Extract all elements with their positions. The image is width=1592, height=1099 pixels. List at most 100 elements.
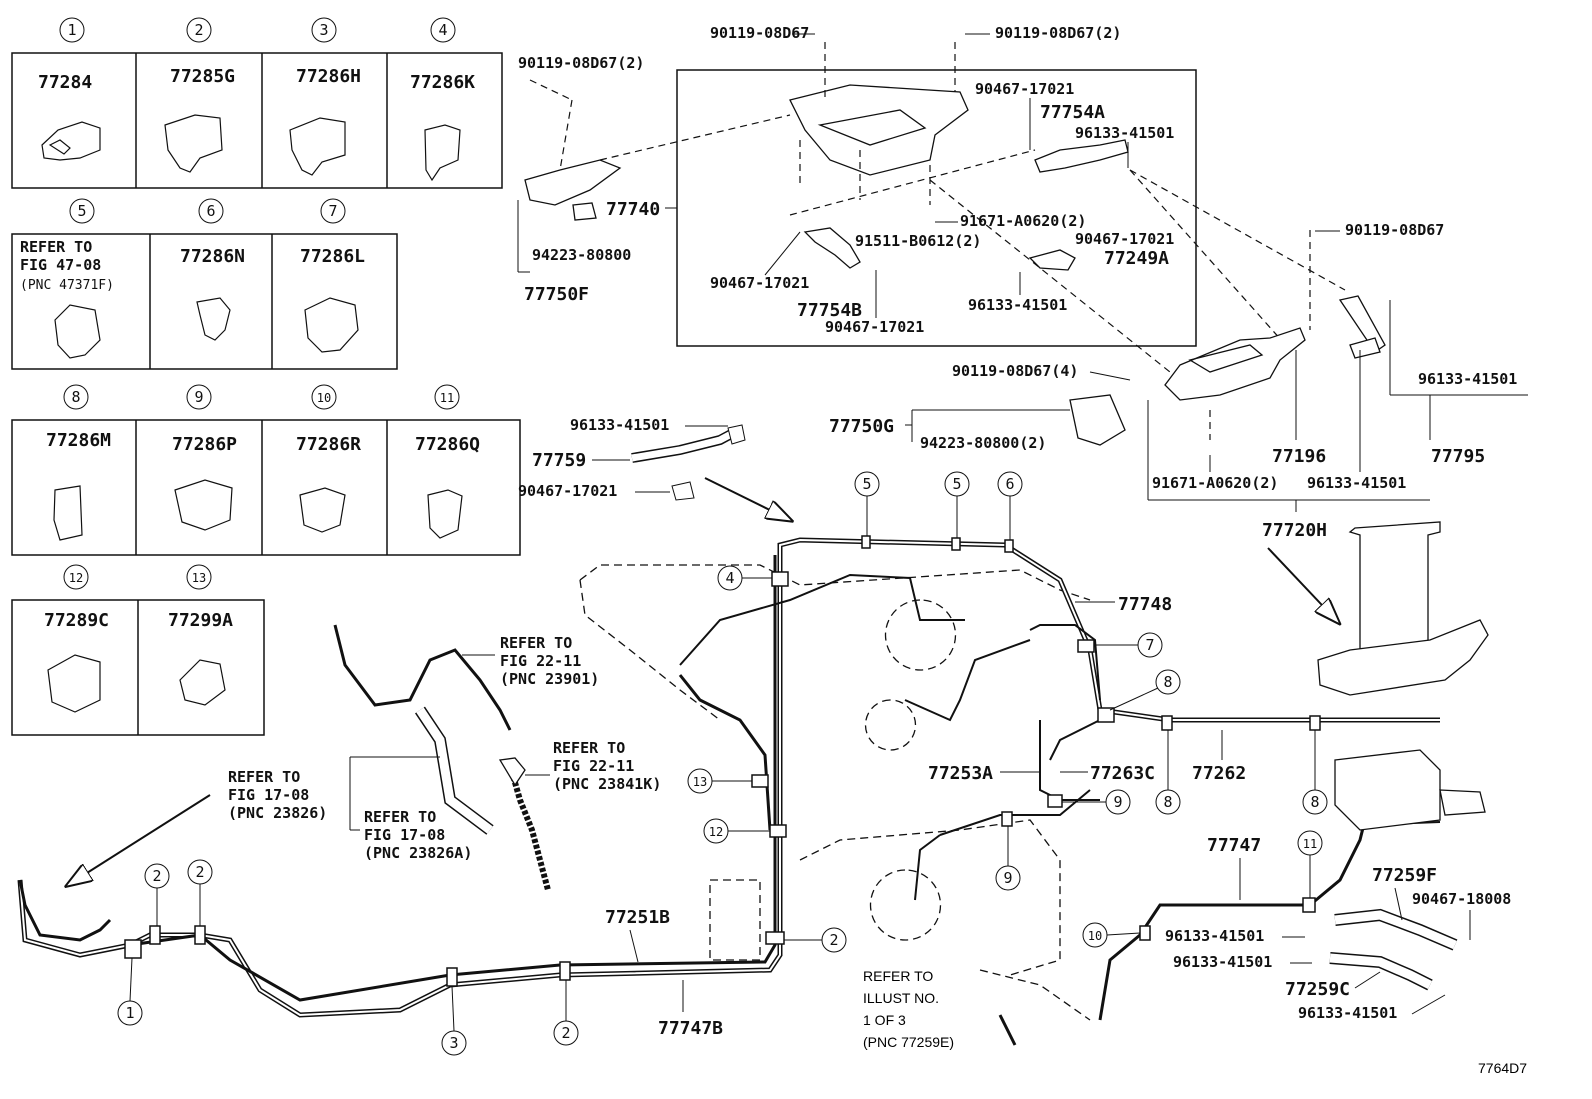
- label-77795: 77795: [1431, 446, 1485, 467]
- ref-illust-line2: ILLUST NO.: [863, 990, 939, 1006]
- label-77754A: 77754A: [1040, 102, 1105, 123]
- label-94223: 94223-80800: [532, 246, 631, 264]
- svg-text:2: 2: [195, 863, 204, 881]
- tank-labels: 77748 77253A 77263C 77262 77747 77251B 7…: [605, 594, 1527, 1076]
- label-96133-2: 96133-41501: [968, 296, 1067, 314]
- callout-5b: 5: [944, 471, 970, 538]
- ref-illust-line3: 1 OF 3: [863, 1012, 906, 1028]
- label-77196: 77196: [1272, 446, 1326, 467]
- callout-11: 11: [1297, 830, 1323, 898]
- svg-text:1: 1: [67, 21, 76, 39]
- ref-23841K-line3: (PNC 23841K): [553, 775, 661, 793]
- label-77750G: 77750G: [829, 416, 894, 437]
- svg-text:12: 12: [709, 825, 723, 839]
- ref-23826A-line2: FIG 17-08: [364, 826, 445, 844]
- arrows: [68, 477, 1338, 885]
- svg-text:7: 7: [328, 202, 337, 220]
- callout-1: 1: [117, 957, 143, 1026]
- label-94223-2: 94223-80800(2): [920, 434, 1046, 452]
- svg-text:2: 2: [829, 931, 838, 949]
- callout-8b: 8: [1155, 730, 1181, 815]
- ref-line-1: REFER TO: [20, 238, 92, 256]
- svg-text:9: 9: [194, 388, 203, 406]
- svg-text:5: 5: [952, 475, 961, 493]
- ref-illust-line1: REFER TO: [863, 968, 933, 984]
- part-77286P: 77286P: [172, 434, 237, 455]
- filter-labels: 90119-08D67 96133-41501 90119-08D67(4) 7…: [829, 221, 1528, 541]
- label-77263C: 77263C: [1090, 763, 1155, 784]
- line-clips: [124, 535, 1321, 987]
- catalog-num-4: 4: [430, 17, 456, 43]
- canister-labels: 90119-08D67 90119-08D67(2) 90119-08D67(2…: [517, 24, 1174, 336]
- ref-line-3: (PNC 47371F): [20, 278, 114, 293]
- label-90119-f: 90119-08D67: [1345, 221, 1444, 239]
- svg-text:11: 11: [440, 391, 454, 405]
- label-91511: 91511-B0612(2): [855, 232, 981, 250]
- tank-outline: [579, 564, 1091, 1021]
- filter-sketch: [1069, 295, 1386, 446]
- hose-77759: 96133-41501 77759 90467-17021: [518, 416, 746, 501]
- svg-text:6: 6: [1005, 475, 1014, 493]
- svg-text:3: 3: [449, 1034, 458, 1052]
- label-77740: 77740: [606, 199, 660, 220]
- ref-illust-line4: (PNC 77259E): [863, 1034, 954, 1050]
- label-77748: 77748: [1118, 594, 1172, 615]
- svg-text:8: 8: [1163, 673, 1172, 691]
- label-96133-c1: 96133-41501: [1165, 927, 1264, 945]
- svg-text:6: 6: [206, 202, 215, 220]
- ref-23901-line1: REFER TO: [500, 634, 572, 652]
- callout-5a: 5: [854, 471, 880, 536]
- label-90119-4: 90119-08D67(4): [952, 362, 1078, 380]
- ref-23901-line2: FIG 22-11: [500, 652, 581, 670]
- catalog-num-1: 1: [59, 17, 85, 43]
- label-77759: 77759: [532, 450, 586, 471]
- label-77249A: 77249A: [1104, 248, 1169, 269]
- catalog-num-8: 8: [63, 384, 89, 410]
- catalog-parts: 77284 77285G 77286H 77286K REFER TO FIG …: [20, 66, 480, 631]
- callout-12: 12: [703, 818, 770, 844]
- ref-23826-line2: FIG 17-08: [228, 786, 309, 804]
- label-96133-759: 96133-41501: [570, 416, 669, 434]
- ref-line-2: FIG 47-08: [20, 256, 101, 274]
- label-77262: 77262: [1192, 763, 1246, 784]
- label-90119-a: 90119-08D67: [710, 24, 809, 42]
- ref-23901-line3: (PNC 23901): [500, 670, 599, 688]
- label-90467-2: 90467-17021: [1075, 230, 1174, 248]
- catalog-num-5: 5: [69, 198, 95, 224]
- svg-text:2: 2: [152, 867, 161, 885]
- label-77253A: 77253A: [928, 763, 993, 784]
- catalog-num-9: 9: [186, 384, 212, 410]
- svg-text:8: 8: [71, 388, 80, 406]
- svg-text:10: 10: [317, 391, 331, 405]
- svg-text:4: 4: [725, 569, 734, 587]
- callout-7: 7: [1094, 632, 1163, 658]
- label-77251B: 77251B: [605, 907, 670, 928]
- callout-2b: 2: [144, 863, 170, 926]
- catalog-num-13: 13: [186, 564, 212, 590]
- svg-text:5: 5: [862, 475, 871, 493]
- svg-text:2: 2: [561, 1024, 570, 1042]
- catalog-num-12: 12: [63, 564, 89, 590]
- label-90467-1: 90467-17021: [975, 80, 1074, 98]
- label-77747: 77747: [1207, 835, 1261, 856]
- part-77286R: 77286R: [296, 434, 361, 455]
- svg-text:11: 11: [1303, 837, 1317, 851]
- label-77720H: 77720H: [1262, 520, 1327, 541]
- label-77259C: 77259C: [1285, 979, 1350, 1000]
- svg-text:9: 9: [1113, 793, 1122, 811]
- label-77750F: 77750F: [524, 284, 589, 305]
- catalog-num-6: 6: [198, 198, 224, 224]
- part-77286L: 77286L: [300, 246, 365, 267]
- label-77747B: 77747B: [658, 1018, 723, 1039]
- references: REFER TO FIG 22-11 (PNC 23901) REFER TO …: [228, 634, 954, 1050]
- label-90119-left: 90119-08D67(2): [518, 54, 644, 72]
- svg-text:2: 2: [194, 21, 203, 39]
- callout-10: 10: [1082, 922, 1141, 948]
- callout-8c: 8: [1302, 730, 1328, 815]
- callout-3: 3: [441, 985, 467, 1056]
- svg-text:8: 8: [1310, 793, 1319, 811]
- callout-4: 4: [717, 565, 772, 591]
- callout-9b: 9: [995, 826, 1021, 891]
- ref-23826A-line1: REFER TO: [364, 808, 436, 826]
